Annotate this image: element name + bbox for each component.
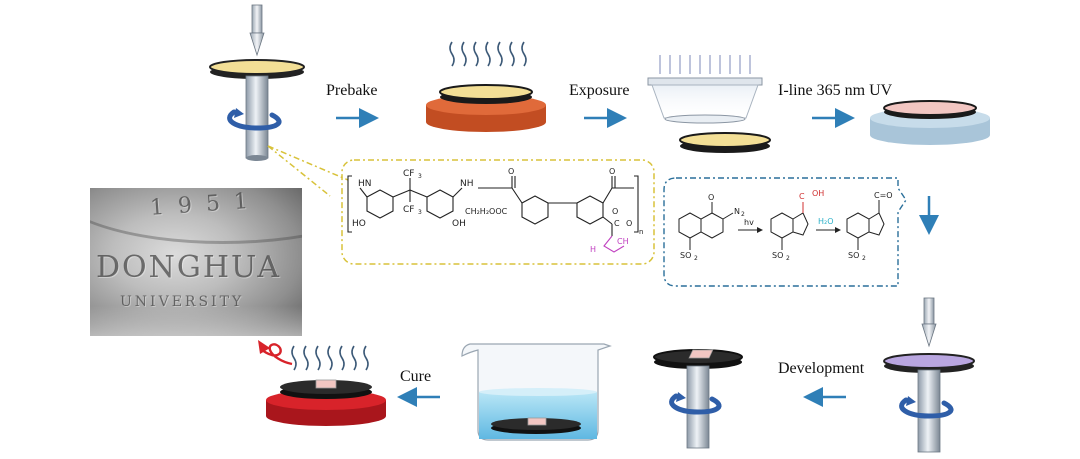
- wafer-icon: [870, 100, 990, 145]
- pac-box: [663, 177, 907, 287]
- spin-coater-icon: [209, 4, 305, 161]
- pac-reaction: [678, 200, 885, 250]
- spin-coater-icon: [653, 349, 743, 449]
- poly-propyl: H: [590, 245, 596, 254]
- label-prebake: Prebake: [326, 82, 378, 99]
- svg-text:3: 3: [418, 173, 422, 180]
- svg-text:O: O: [612, 207, 618, 216]
- svg-text:O: O: [626, 219, 632, 228]
- svg-text:C: C: [614, 219, 620, 228]
- heat-waves-icon: [449, 41, 527, 67]
- pac-n2: N: [734, 207, 740, 216]
- pac-hv: hv: [744, 218, 754, 227]
- poly-cf3-top: CF: [403, 169, 414, 179]
- svg-text:2: 2: [862, 255, 866, 262]
- poly-ester: CH₂H₂OOC: [465, 207, 508, 216]
- label-cure: Cure: [400, 368, 432, 385]
- poly-nh: NH: [460, 179, 474, 189]
- svg-text:SO: SO: [848, 251, 859, 260]
- svg-text:3: 3: [418, 209, 422, 216]
- spin-coater-icon: [883, 297, 975, 453]
- poly-hn: HN: [358, 179, 372, 189]
- svg-text:CH: CH: [617, 237, 629, 246]
- svg-text:2: 2: [694, 255, 698, 262]
- sem-sub: UNIVERSITY: [120, 294, 245, 310]
- svg-text:SO: SO: [772, 251, 783, 260]
- polyimide-structure: [347, 175, 639, 253]
- svg-text:2: 2: [741, 211, 745, 218]
- label-uv: I-line 365 nm UV: [778, 82, 893, 99]
- beaker-icon: [461, 343, 612, 441]
- hot-plate-icon: [266, 345, 386, 426]
- svg-text:O: O: [609, 167, 615, 176]
- polymer-connector: [267, 145, 655, 265]
- poly-ho: HO: [352, 219, 366, 229]
- sem-name: DONGHUA: [96, 250, 282, 285]
- svg-text:2: 2: [786, 255, 790, 262]
- svg-text:O: O: [708, 193, 714, 202]
- uv-lamp-icon: [647, 55, 771, 153]
- svg-text:O: O: [508, 167, 514, 176]
- pac-h2o: H₂O: [818, 217, 834, 226]
- label-exposure: Exposure: [569, 82, 630, 99]
- svg-text:SO: SO: [680, 251, 691, 260]
- pac-ketene: C=O: [874, 191, 893, 200]
- pac-cooh: C: [799, 192, 805, 201]
- svg-text:OH: OH: [812, 189, 824, 198]
- hot-plate-icon: [426, 41, 546, 132]
- poly-cf3-bot: CF: [403, 205, 414, 215]
- curved-arrow-icon: [258, 340, 293, 366]
- sem-image: 1951 DONGHUA UNIVERSITY: [90, 188, 302, 336]
- svg-text:n: n: [639, 228, 643, 236]
- heat-waves-icon: [291, 345, 369, 371]
- label-development: Development: [778, 360, 865, 377]
- poly-oh: OH: [452, 219, 466, 229]
